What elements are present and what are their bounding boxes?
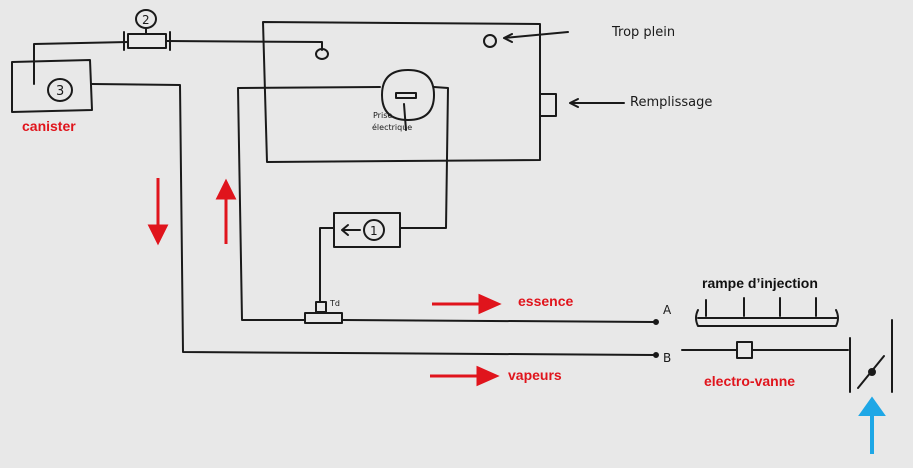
prise-label-line2: électrique: [372, 122, 412, 132]
td-body: [304, 312, 343, 324]
td-sensor: [315, 301, 327, 313]
point-b-label: B: [663, 351, 671, 365]
component-1-circle: [363, 219, 385, 241]
td-label: Td: [329, 299, 340, 308]
fuel-tank: [262, 21, 541, 163]
vent-pipe-to-tank: [165, 40, 323, 51]
canister-label: canister: [22, 118, 76, 134]
down-arrow-icon: [147, 224, 169, 246]
up-arrow-icon: [858, 396, 886, 416]
electro-vanne-body: [736, 341, 753, 359]
air-intake-arrow: [858, 396, 886, 454]
electro-vanne-label: electro-vanne: [704, 373, 795, 389]
component-1-number: 1: [370, 224, 378, 238]
filler-neck: [539, 93, 557, 117]
rampe-label: rampe d’injection: [702, 275, 818, 291]
component-2-circle: [135, 9, 157, 29]
component-2-number: 2: [142, 13, 150, 27]
component-1-box: [333, 212, 401, 248]
up-arrow-icon: [215, 178, 237, 200]
pump-module: [381, 69, 435, 121]
component-3-circle: [47, 78, 73, 102]
flow-arrows: [147, 178, 502, 387]
overflow-vent: [483, 34, 497, 48]
essence-label: essence: [518, 293, 573, 309]
trop-plein-label: Trop plein: [611, 25, 675, 40]
remplissage-label: Remplissage: [630, 95, 712, 110]
right-arrow-icon: [478, 293, 502, 315]
canister-vent-pipe: [33, 41, 129, 85]
prise-label-line1: Prise: [373, 111, 392, 120]
canister-box: [11, 59, 93, 113]
point-a-label: A: [663, 303, 672, 317]
vapour-line: [91, 83, 657, 356]
right-arrow-icon: [476, 365, 500, 387]
component-3-number: 3: [56, 84, 64, 99]
vapeurs-label: vapeurs: [508, 367, 562, 383]
tank-vent-outlet: [315, 48, 329, 60]
fuel-line: [237, 86, 381, 321]
component-2-body: [127, 33, 167, 49]
